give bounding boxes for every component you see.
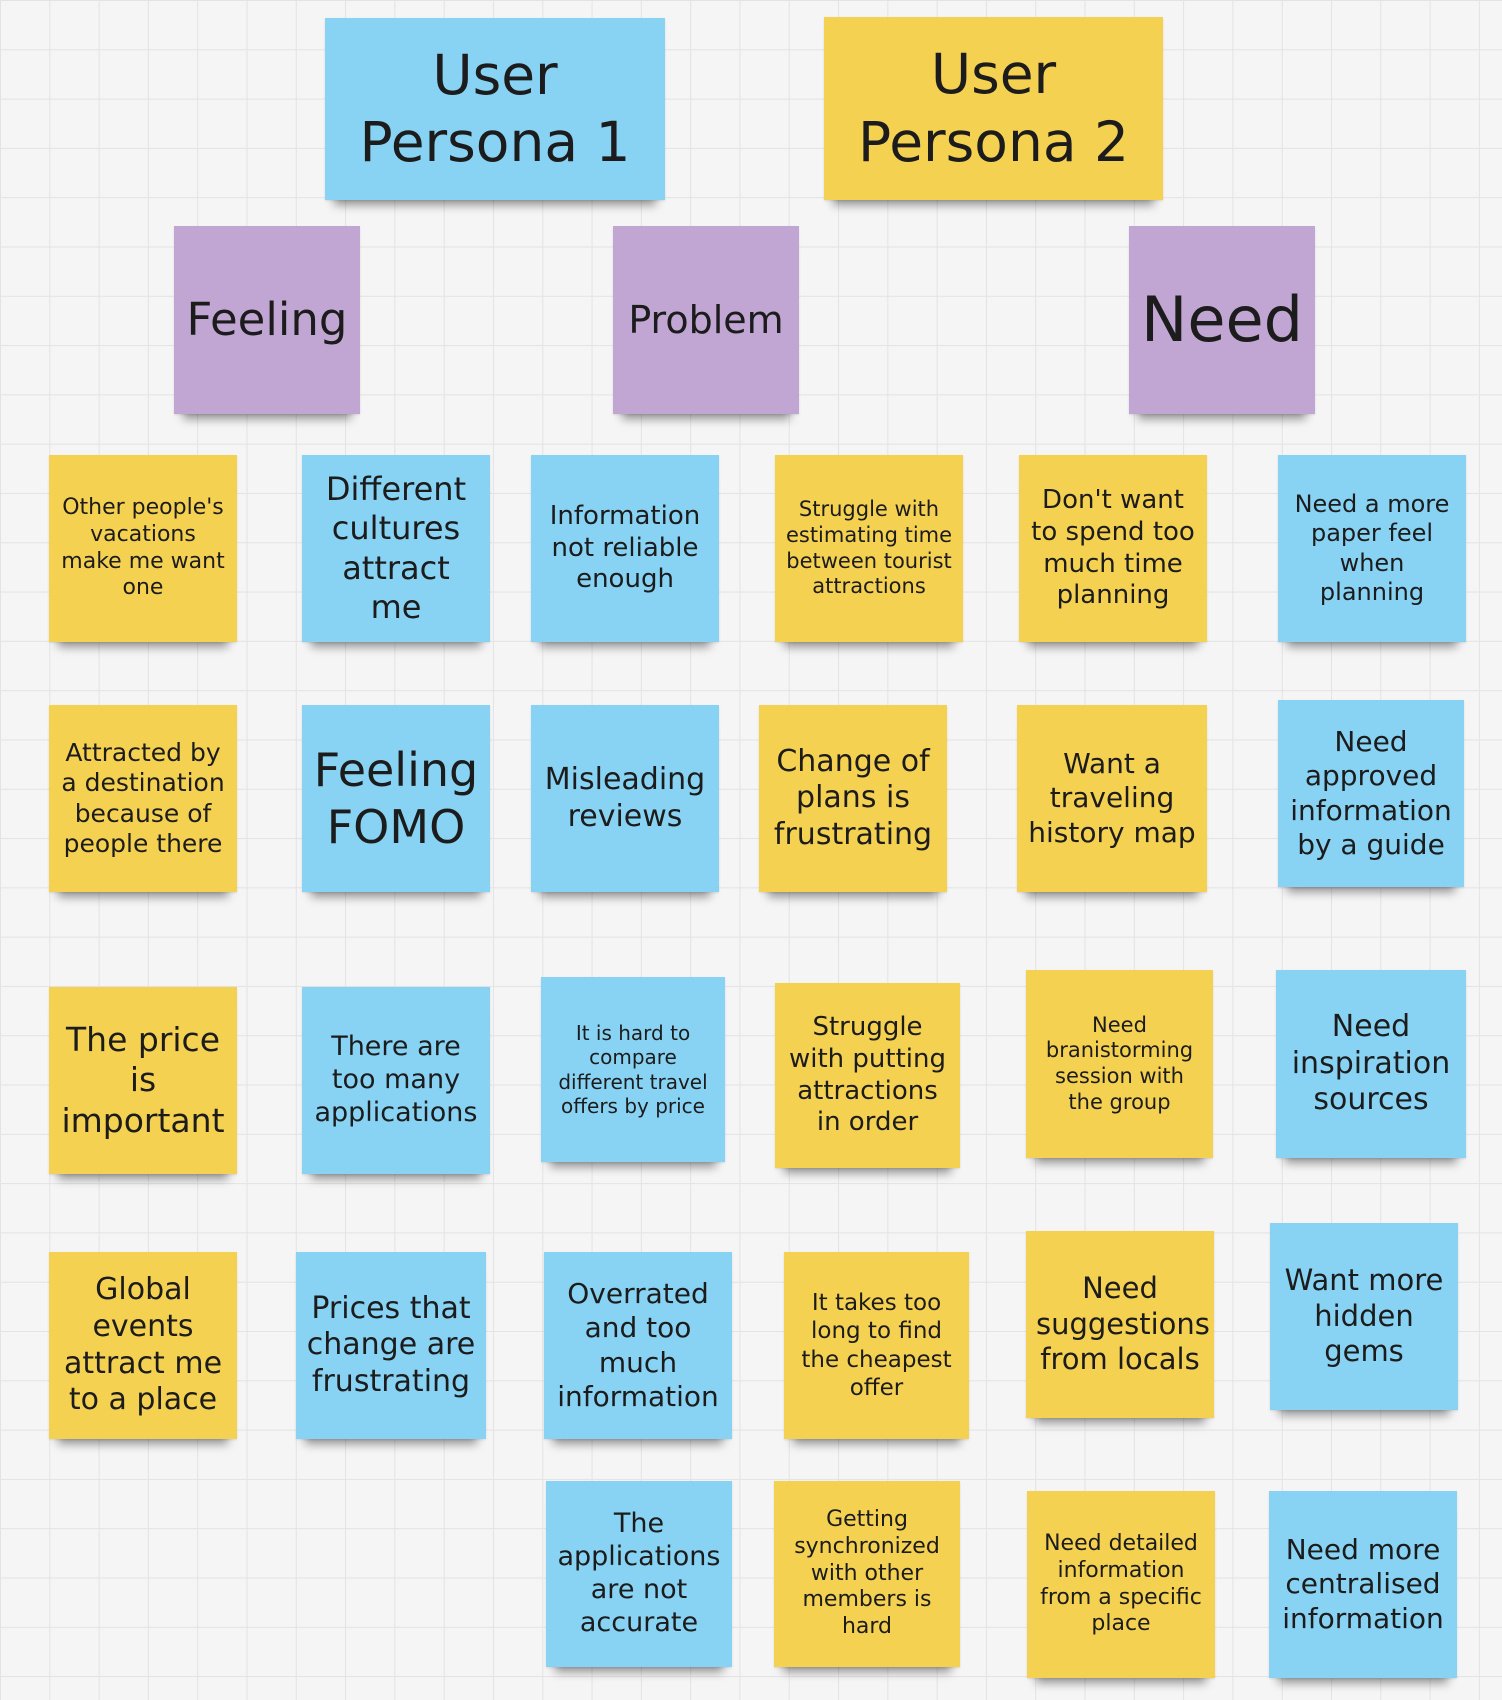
feeling-note-5-text: The price is important (61, 1020, 225, 1140)
problem-note-8[interactable]: It takes too long to find the cheapest o… (784, 1252, 969, 1439)
problem-note-9[interactable]: The applications are not accurate (546, 1481, 732, 1667)
problem-note-4-text: Change of plans is frustrating (773, 743, 933, 852)
problem-note-3-text: Misleading reviews (544, 761, 706, 834)
feeling-note-7[interactable]: Global events attract me to a place (49, 1252, 237, 1439)
problem-note-5[interactable]: It is hard to compare different travel o… (541, 977, 725, 1162)
need-note-9-text: Need detailed information from a specifi… (1040, 1530, 1202, 1637)
need-note-6-text: Need inspiration sources (1291, 1009, 1451, 1118)
category-need-sticky-note[interactable]: Need (1129, 226, 1315, 414)
need-note-6[interactable]: Need inspiration sources (1276, 970, 1466, 1158)
need-note-3-text: Want a traveling history map (1028, 747, 1196, 849)
need-note-7[interactable]: Need suggestions from locals (1026, 1231, 1214, 1418)
need-note-4-text: Need approved information by a guide (1290, 725, 1452, 861)
feeling-note-2[interactable]: Different cultures attract me (302, 455, 490, 642)
feeling-note-5[interactable]: The price is important (49, 987, 237, 1174)
problem-note-2-text: Struggle with estimating time between to… (785, 497, 953, 599)
category-need-label: Need (1140, 283, 1304, 357)
problem-note-10-text: Getting synchronized with other members … (794, 1506, 940, 1640)
need-note-3[interactable]: Want a traveling history map (1017, 705, 1207, 892)
category-feeling-label: Feeling (186, 292, 348, 346)
category-problem-sticky-note[interactable]: Problem (613, 226, 799, 414)
need-note-4[interactable]: Need approved information by a guide (1278, 700, 1464, 887)
need-note-5[interactable]: Need branistorming session with the grou… (1026, 970, 1213, 1158)
problem-note-7-text: Overrated and too much information (557, 1277, 719, 1413)
persona-2-label: User Persona 2 (858, 42, 1129, 174)
feeling-note-3[interactable]: Attracted by a destination because of pe… (49, 705, 237, 892)
feeling-note-8[interactable]: Prices that change are frustrating (296, 1252, 486, 1439)
problem-note-5-text: It is hard to compare different travel o… (558, 1020, 708, 1118)
feeling-note-2-text: Different cultures attract me (325, 470, 467, 626)
need-note-9[interactable]: Need detailed information from a specifi… (1027, 1491, 1215, 1678)
need-note-1-text: Don't want to spend too much time planni… (1031, 485, 1195, 611)
need-note-8-text: Want more hidden gems (1284, 1263, 1444, 1369)
need-note-2[interactable]: Need a more paper feel when planning (1278, 455, 1466, 642)
problem-note-6-text: Struggle with putting attractions in ord… (788, 1012, 946, 1138)
feeling-note-6[interactable]: There are too many applications (302, 987, 490, 1174)
feeling-note-4[interactable]: Feeling FOMO (302, 705, 490, 892)
problem-note-10[interactable]: Getting synchronized with other members … (774, 1481, 960, 1667)
problem-note-1[interactable]: Information not reliable enough (531, 455, 719, 642)
feeling-note-1-text: Other people's vacations make me want on… (61, 494, 225, 601)
feeling-note-3-text: Attracted by a destination because of pe… (61, 737, 225, 859)
need-note-10-text: Need more centralised information (1282, 1533, 1444, 1635)
feeling-note-4-text: Feeling FOMO (313, 743, 479, 854)
need-note-5-text: Need branistorming session with the grou… (1045, 1012, 1194, 1114)
need-note-8[interactable]: Want more hidden gems (1270, 1223, 1458, 1410)
problem-note-1-text: Information not reliable enough (549, 500, 701, 595)
need-note-7-text: Need suggestions from locals (1036, 1271, 1210, 1377)
problem-note-3[interactable]: Misleading reviews (531, 705, 719, 892)
feeling-note-8-text: Prices that change are frustrating (306, 1290, 476, 1399)
problem-note-8-text: It takes too long to find the cheapest o… (801, 1290, 952, 1401)
feeling-note-7-text: Global events attract me to a place (63, 1272, 223, 1418)
problem-note-7[interactable]: Overrated and too much information (544, 1252, 732, 1439)
category-feeling-sticky-note[interactable]: Feeling (174, 226, 360, 414)
feeling-note-6-text: There are too many applications (314, 1031, 478, 1128)
need-note-2-text: Need a more paper feel when planning (1294, 489, 1450, 606)
persona-1-sticky-note[interactable]: User Persona 1 (325, 18, 665, 200)
category-problem-label: Problem (628, 297, 784, 342)
need-note-1[interactable]: Don't want to spend too much time planni… (1019, 455, 1207, 642)
persona-1-label: User Persona 1 (359, 42, 631, 174)
feeling-note-1[interactable]: Other people's vacations make me want on… (49, 455, 237, 642)
need-note-10[interactable]: Need more centralised information (1269, 1491, 1457, 1678)
problem-note-2[interactable]: Struggle with estimating time between to… (775, 455, 963, 642)
persona-2-sticky-note[interactable]: User Persona 2 (824, 17, 1163, 200)
problem-note-9-text: The applications are not accurate (557, 1508, 721, 1638)
problem-note-4[interactable]: Change of plans is frustrating (759, 705, 947, 892)
problem-note-6[interactable]: Struggle with putting attractions in ord… (775, 983, 960, 1168)
